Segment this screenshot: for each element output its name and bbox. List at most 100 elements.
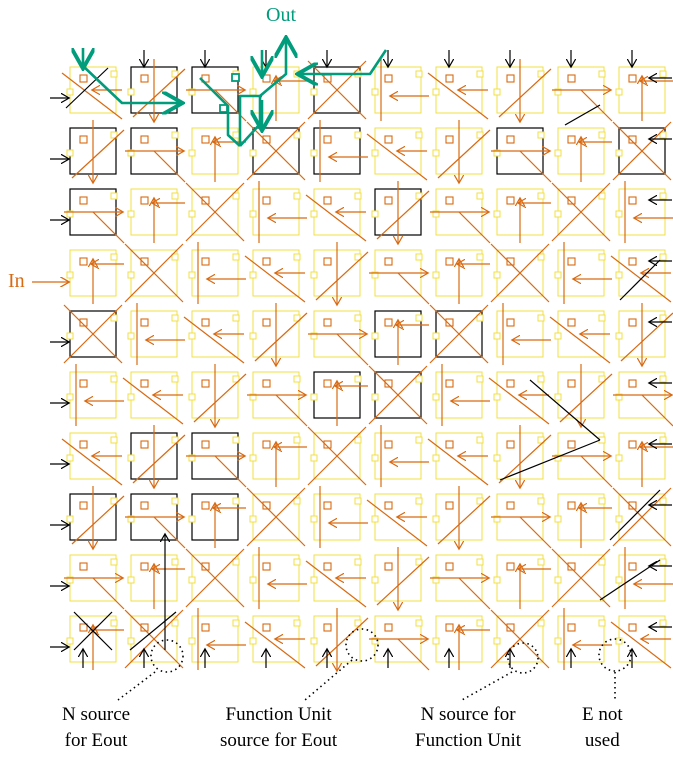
cell <box>192 616 238 662</box>
callout-circle <box>151 640 183 672</box>
port-square <box>67 516 73 522</box>
port-square <box>128 272 134 278</box>
port-square <box>372 89 378 95</box>
port-square <box>616 455 622 461</box>
black-route <box>565 105 600 125</box>
port-square <box>555 394 561 400</box>
orange-route <box>62 439 122 485</box>
port-square <box>111 376 117 382</box>
port-square <box>250 455 256 461</box>
port-square <box>324 563 331 570</box>
port-square <box>446 258 453 265</box>
port-square <box>172 193 178 199</box>
port-square <box>433 150 439 156</box>
orange-route <box>398 273 429 304</box>
port-square <box>629 624 636 631</box>
port-square <box>80 441 87 448</box>
port-square <box>250 89 256 95</box>
port-square <box>263 75 270 82</box>
port-square <box>324 258 331 265</box>
orange-route <box>154 517 185 548</box>
port-square <box>538 193 544 199</box>
port-square <box>433 455 439 461</box>
port-square <box>660 71 666 77</box>
black-route <box>620 260 660 300</box>
port-square <box>80 197 87 204</box>
port-square <box>141 380 148 387</box>
port-square <box>263 380 270 387</box>
port-square <box>111 620 117 626</box>
port-square <box>172 559 178 565</box>
port-square <box>538 315 544 321</box>
port-square <box>568 319 575 326</box>
port-square <box>355 132 361 138</box>
port-square <box>629 197 636 204</box>
orange-route <box>93 578 124 609</box>
port-square <box>80 563 87 570</box>
port-square <box>433 394 439 400</box>
port-square <box>372 577 378 583</box>
port-square <box>660 437 666 443</box>
orange-route <box>428 73 488 119</box>
port-square <box>311 638 317 644</box>
port-square <box>660 193 666 199</box>
black-route <box>130 612 176 650</box>
port-square <box>599 132 605 138</box>
port-square <box>385 197 392 204</box>
cell <box>253 555 299 601</box>
port-square <box>372 516 378 522</box>
port-square <box>494 211 500 217</box>
orange-route <box>367 500 427 546</box>
out-label: Out <box>266 4 296 27</box>
port-square <box>141 563 148 570</box>
green-route <box>300 50 386 74</box>
callout-leader <box>118 672 155 700</box>
port-square <box>416 315 422 321</box>
port-square <box>67 150 73 156</box>
label-n-source-eout: N sourcefor Eout <box>62 702 130 754</box>
cell <box>314 128 360 174</box>
port-square <box>568 380 575 387</box>
port-square <box>67 272 73 278</box>
port-square <box>616 211 622 217</box>
port-square <box>446 441 453 448</box>
port-square <box>446 502 453 509</box>
port-square <box>233 315 239 321</box>
port-square <box>189 211 195 217</box>
port-square <box>311 89 317 95</box>
orange-route <box>184 317 244 363</box>
port-square <box>385 75 392 82</box>
port-square <box>477 376 483 382</box>
port-square <box>311 272 317 278</box>
port-square <box>629 563 636 570</box>
port-square <box>202 441 209 448</box>
callout-leader <box>305 660 352 700</box>
port-square <box>263 258 270 265</box>
port-square <box>507 75 514 82</box>
port-square <box>250 638 256 644</box>
port-square <box>568 441 575 448</box>
port-square <box>202 319 209 326</box>
port-square <box>324 319 331 326</box>
port-square <box>111 71 117 77</box>
port-square <box>433 89 439 95</box>
callout-circle <box>508 643 538 673</box>
port-square <box>311 516 317 522</box>
port-square <box>507 380 514 387</box>
port-square <box>416 254 422 260</box>
port-square <box>616 272 622 278</box>
port-square <box>111 559 117 565</box>
port-square <box>202 380 209 387</box>
port-square <box>189 516 195 522</box>
orange-route <box>123 378 183 424</box>
port-square <box>616 333 622 339</box>
port-square <box>233 498 239 504</box>
port-square <box>568 258 575 265</box>
port-square <box>507 136 514 143</box>
port-square <box>599 254 605 260</box>
port-square <box>416 437 422 443</box>
port-square <box>555 272 561 278</box>
orange-route <box>581 456 612 487</box>
green-port <box>220 105 227 112</box>
